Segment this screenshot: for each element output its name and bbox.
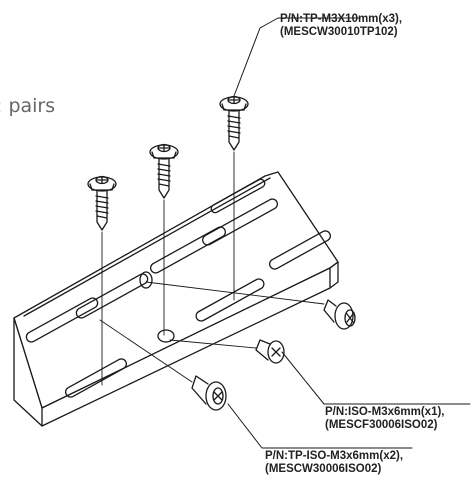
side-screw-right — [323, 299, 356, 330]
callout-top-pn: P/N:TP-M3X10mm(x3), — [280, 13, 403, 25]
callout-mid: P/N:ISO-M3x6mm(x1), (MESCF30006ISO02) — [325, 406, 445, 432]
callout-bottom-code: (MESCW30006ISO02) — [265, 463, 382, 475]
callout-top: P/N:TP-M3X10mm(x3), (MESCW30010TP102) — [280, 13, 402, 39]
screw-right — [219, 95, 249, 151]
callout-mid-code: (MESCF30006ISO02) — [325, 419, 438, 431]
screw-left — [87, 175, 117, 231]
l-bracket — [13, 171, 339, 427]
side-text: : pairs — [0, 95, 56, 117]
side-screw-middle — [255, 339, 285, 364]
callout-bottom-pn: P/N:TP-ISO-M3x6mm(x2), — [265, 450, 404, 462]
screw-middle — [149, 143, 179, 199]
callout-top-code: (MESCW30010TP102) — [280, 26, 398, 38]
side-screw-bottom — [191, 375, 227, 411]
callout-mid-pn: P/N:ISO-M3x6mm(x1), — [325, 406, 445, 418]
callout-bottom: P/N:TP-ISO-M3x6mm(x2), (MESCW30006ISO02) — [265, 450, 403, 476]
